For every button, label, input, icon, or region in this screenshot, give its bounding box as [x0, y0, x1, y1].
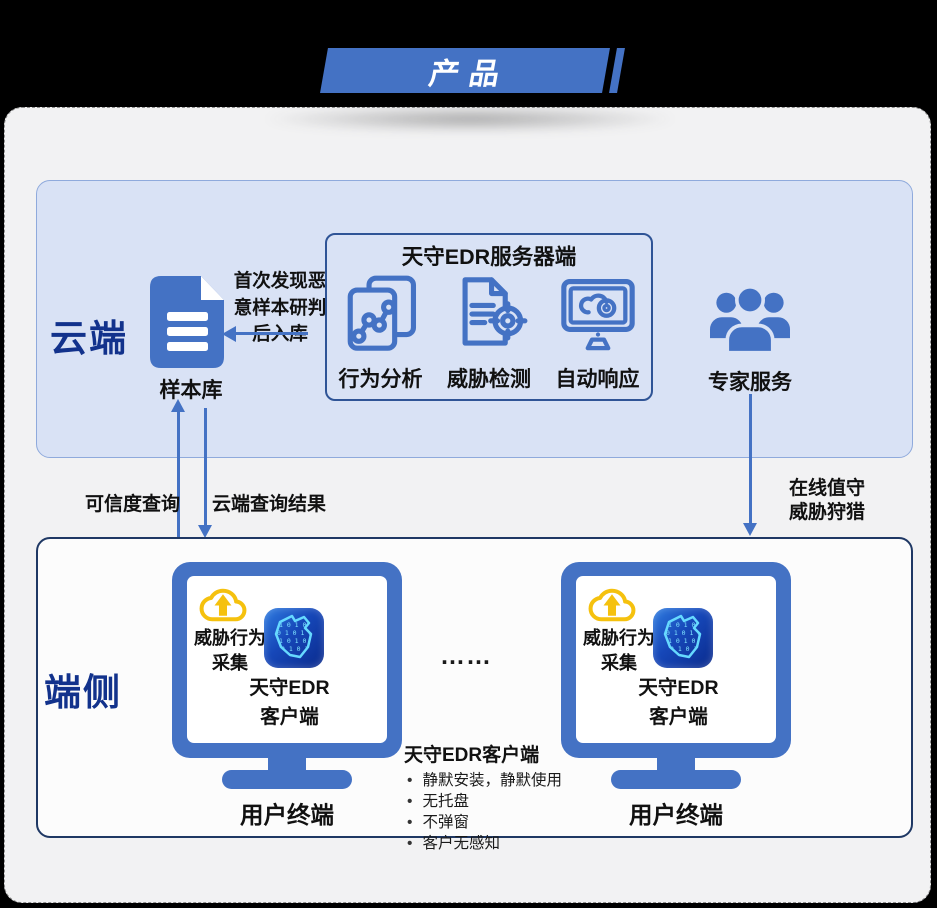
- client-notes-title: 天守EDR客户端: [404, 745, 540, 766]
- svg-text:0 1 0 1: 0 1 0 1: [281, 645, 308, 653]
- svg-text:1 0 1 0 1: 1 0 1 0 1: [668, 621, 703, 629]
- threat-collect-label: 威胁行为 采集: [194, 628, 266, 673]
- edr-client-label: 天守EDR 客户端: [638, 677, 719, 728]
- svg-text:1 0 1 0 1: 1 0 1 0 1: [279, 637, 314, 645]
- user-terminal-label: 用户终端: [240, 802, 334, 828]
- svg-text:0 1 0 1 0: 0 1 0 1 0: [666, 629, 701, 637]
- client-note-item: 静默安装，静默使用: [404, 770, 584, 791]
- more-terminals-ellipsis: ……: [440, 642, 492, 670]
- edr-client-label: 天守EDR 客户端: [249, 677, 330, 728]
- threat-collect-label: 威胁行为 采集: [583, 628, 655, 673]
- auto-response-label: 自动响应: [555, 368, 640, 391]
- edr-server-items: 行为分析 威胁检测: [325, 272, 653, 393]
- client-note-item: 不弹窗: [404, 812, 584, 833]
- server-item-threat-detection: 威胁检测: [436, 272, 542, 393]
- client-notes-list: 静默安装，静默使用 无托盘 不弹窗 客户无感知: [404, 770, 584, 854]
- page-title: 产品: [426, 57, 513, 91]
- expert-arrow-line: [749, 394, 752, 525]
- banner-accent-sliver: [609, 48, 625, 93]
- sample-library-label: 样本库: [159, 379, 223, 402]
- client-note-item: 无托盘: [404, 791, 584, 812]
- credibility-arrow-line: [177, 410, 180, 537]
- ingest-arrow-line: [236, 332, 308, 335]
- title-banner: 产品: [320, 48, 610, 93]
- edr-server-title: 天守EDR服务器端: [401, 245, 577, 269]
- monitor-stand-base: [611, 770, 741, 789]
- result-arrow-down-icon: [198, 525, 212, 538]
- behavior-analysis-label: 行为分析: [338, 368, 423, 391]
- threat-detection-label: 威胁检测: [447, 368, 531, 391]
- cloud-upload-icon: [198, 580, 248, 626]
- endpoint-section-label: 端侧: [44, 672, 122, 713]
- edr-app-icon: 1 0 1 0 1 0 1 0 1 0 1 0 1 0 1 0 1 0 1: [653, 608, 713, 668]
- auto-response-icon: [557, 272, 639, 361]
- expert-duty-label: 在线值守 威胁狩猎: [789, 478, 866, 523]
- monitor-stand-neck: [268, 758, 306, 772]
- edr-app-icon: 1 0 1 0 1 0 1 0 1 0 1 0 1 0 1 0 1 0 1: [264, 608, 324, 668]
- document-icon: [150, 276, 232, 368]
- expert-arrow-down-icon: [743, 523, 757, 536]
- svg-text:0 1 0 1 0: 0 1 0 1 0: [277, 629, 312, 637]
- edr-server-box: [325, 233, 653, 401]
- cloud-section-label: 云端: [50, 318, 128, 359]
- threat-detection-icon: [448, 272, 530, 361]
- server-item-behavior-analysis: 行为分析: [328, 272, 434, 393]
- svg-text:1 0 1 0 1: 1 0 1 0 1: [279, 621, 314, 629]
- svg-text:1 0 1 0 1: 1 0 1 0 1: [668, 637, 703, 645]
- banner-shadow: [260, 106, 680, 132]
- user-terminal-1: 威胁行为 采集 1 0 1 0 1 0 1 0 1 0 1 0 1 0 1 0 …: [172, 562, 402, 828]
- user-terminal-2: 威胁行为 采集 1 0 1 0 1 0 1 0 1 0 1 0 1 0 1 0 …: [561, 562, 791, 828]
- result-arrow-line: [204, 408, 207, 527]
- cloud-result-label: 云端查询结果: [212, 494, 327, 515]
- expert-service-label: 专家服务: [708, 371, 792, 394]
- server-item-auto-response: 自动响应: [545, 272, 651, 393]
- credibility-arrow-up-icon: [171, 399, 185, 412]
- user-terminal-label: 用户终端: [629, 802, 723, 828]
- behavior-analysis-icon: [340, 272, 422, 361]
- client-notes: 天守EDR客户端 静默安装，静默使用 无托盘 不弹窗 客户无感知: [404, 740, 584, 854]
- ingest-arrow-left-icon: [222, 326, 236, 342]
- experts-icon: [706, 280, 794, 360]
- client-note-item: 客户无感知: [404, 833, 584, 854]
- svg-text:0 1 0 1: 0 1 0 1: [670, 645, 697, 653]
- ingest-note: 首次发现恶 意样本研判 后入库: [233, 270, 327, 344]
- monitor-stand-neck: [657, 758, 695, 772]
- credibility-query-label: 可信度查询: [85, 494, 181, 515]
- monitor-stand-base: [222, 770, 352, 789]
- cloud-upload-icon: [587, 580, 637, 626]
